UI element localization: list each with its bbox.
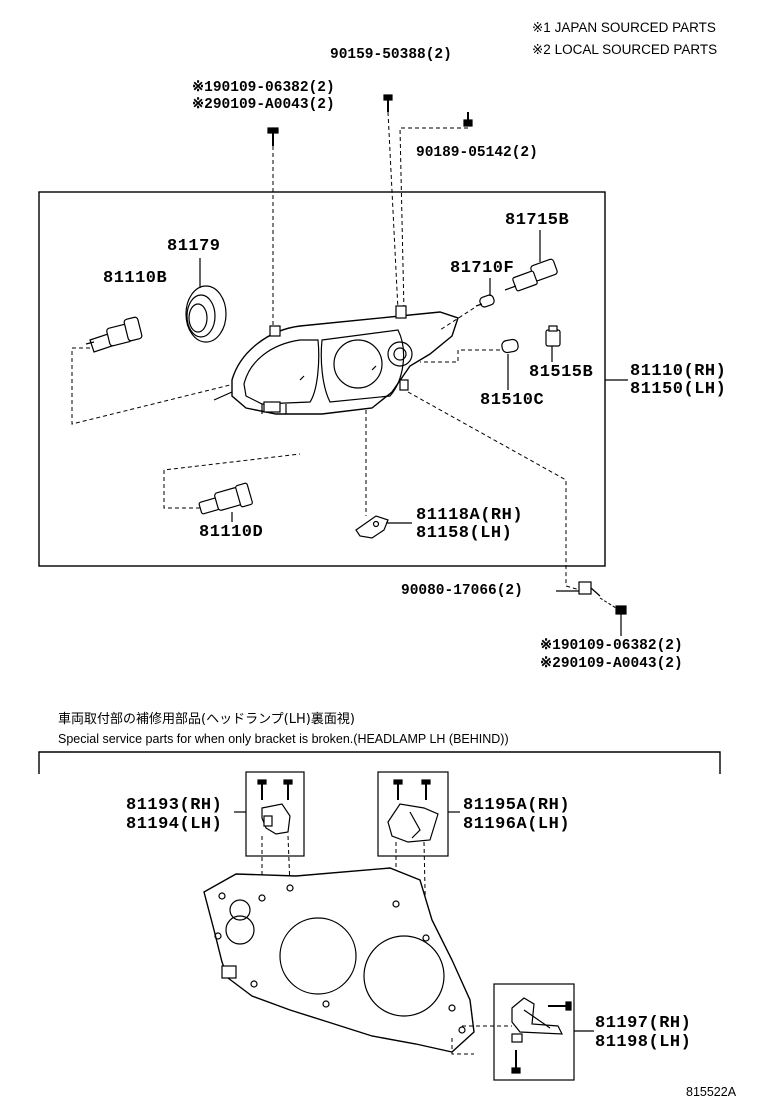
label-81197-rh: 81197(RH) bbox=[595, 1014, 692, 1033]
label-assembly-81110-rh: 81110(RH) bbox=[630, 362, 727, 381]
bolt-90159-50388 bbox=[383, 94, 393, 112]
socket-81515b bbox=[545, 325, 561, 347]
bracket-81197-dash bbox=[451, 1025, 512, 1055]
screw-90109-top bbox=[267, 127, 279, 146]
bracket-box-81195a bbox=[377, 771, 449, 857]
label-81715b: 81715B bbox=[505, 211, 570, 230]
top-leader-lines bbox=[272, 111, 468, 325]
bulb-81710f bbox=[475, 294, 495, 308]
screw-90189-05142 bbox=[463, 112, 473, 127]
legend-japan-sourced: ※1 JAPAN SOURCED PARTS bbox=[532, 20, 716, 35]
label-81710f: 81710F bbox=[450, 259, 515, 278]
bulb-81110b bbox=[85, 316, 143, 353]
legend-local-sourced: ※2 LOCAL SOURCED PARTS bbox=[532, 42, 718, 57]
label-90159-50388: 90159-50388(2) bbox=[330, 47, 452, 63]
service-caption-japanese: 車両取付部の補修用部品(ヘッドランプ(LH)裏面視) bbox=[58, 712, 355, 727]
service-frame bbox=[38, 751, 721, 774]
label-top-90109-06382: ※190109-06382(2) bbox=[192, 80, 335, 96]
socket-81715b bbox=[504, 258, 558, 292]
bracket-81197 bbox=[511, 997, 572, 1074]
label-81510c: 81510C bbox=[480, 391, 545, 410]
bottom-dash-leader bbox=[407, 391, 581, 591]
bulb-81110d bbox=[198, 482, 253, 515]
label-90080-17066: 90080-17066(2) bbox=[401, 583, 523, 599]
label-81193-rh: 81193(RH) bbox=[126, 796, 223, 815]
bulb-81110d-dash bbox=[163, 453, 301, 509]
headlamp-rear-housing bbox=[203, 867, 475, 1053]
label-81118a-rh: 81118A(RH) bbox=[416, 506, 524, 525]
cap-81179 bbox=[185, 285, 227, 343]
bracket-box-81197 bbox=[493, 983, 575, 1081]
assembly-frame bbox=[38, 191, 606, 567]
clip-90080-17066 bbox=[578, 581, 601, 597]
label-81110d: 81110D bbox=[199, 523, 264, 542]
label-bottom-90109-06382: ※190109-06382(2) bbox=[540, 638, 683, 654]
label-81179: 81179 bbox=[167, 237, 221, 256]
label-81195a-rh: 81195A(RH) bbox=[463, 796, 571, 815]
service-caption-english: Special service parts for when only brac… bbox=[58, 732, 509, 746]
label-81194-lh: 81194(LH) bbox=[126, 815, 223, 834]
label-81196a-lh: 81196A(LH) bbox=[463, 815, 571, 834]
bracket-81118a bbox=[355, 515, 389, 539]
bulb-81110b-leader bbox=[71, 347, 231, 425]
label-90189-05142: 90189-05142(2) bbox=[416, 145, 538, 161]
label-81158-lh: 81158(LH) bbox=[416, 524, 513, 543]
bracket-81193 bbox=[257, 779, 293, 835]
label-81198-lh: 81198(LH) bbox=[595, 1033, 692, 1052]
bulb-81510c bbox=[501, 338, 519, 354]
label-81110b: 81110B bbox=[103, 269, 168, 288]
headlamp-housing bbox=[213, 305, 459, 415]
label-top-90109-a0043: ※290109-A0043(2) bbox=[192, 97, 335, 113]
bracket-81195a bbox=[387, 779, 439, 843]
label-assembly-81150-lh: 81150(LH) bbox=[630, 380, 727, 399]
bulb-81510c-dash bbox=[420, 349, 500, 363]
label-81515b: 81515B bbox=[529, 363, 594, 382]
illustration-id: 815522A bbox=[686, 1085, 737, 1099]
label-bottom-90109-a0043: ※290109-A0043(2) bbox=[540, 656, 683, 672]
screw-90109-bottom bbox=[599, 597, 627, 615]
bracket-box-81193 bbox=[245, 771, 305, 857]
